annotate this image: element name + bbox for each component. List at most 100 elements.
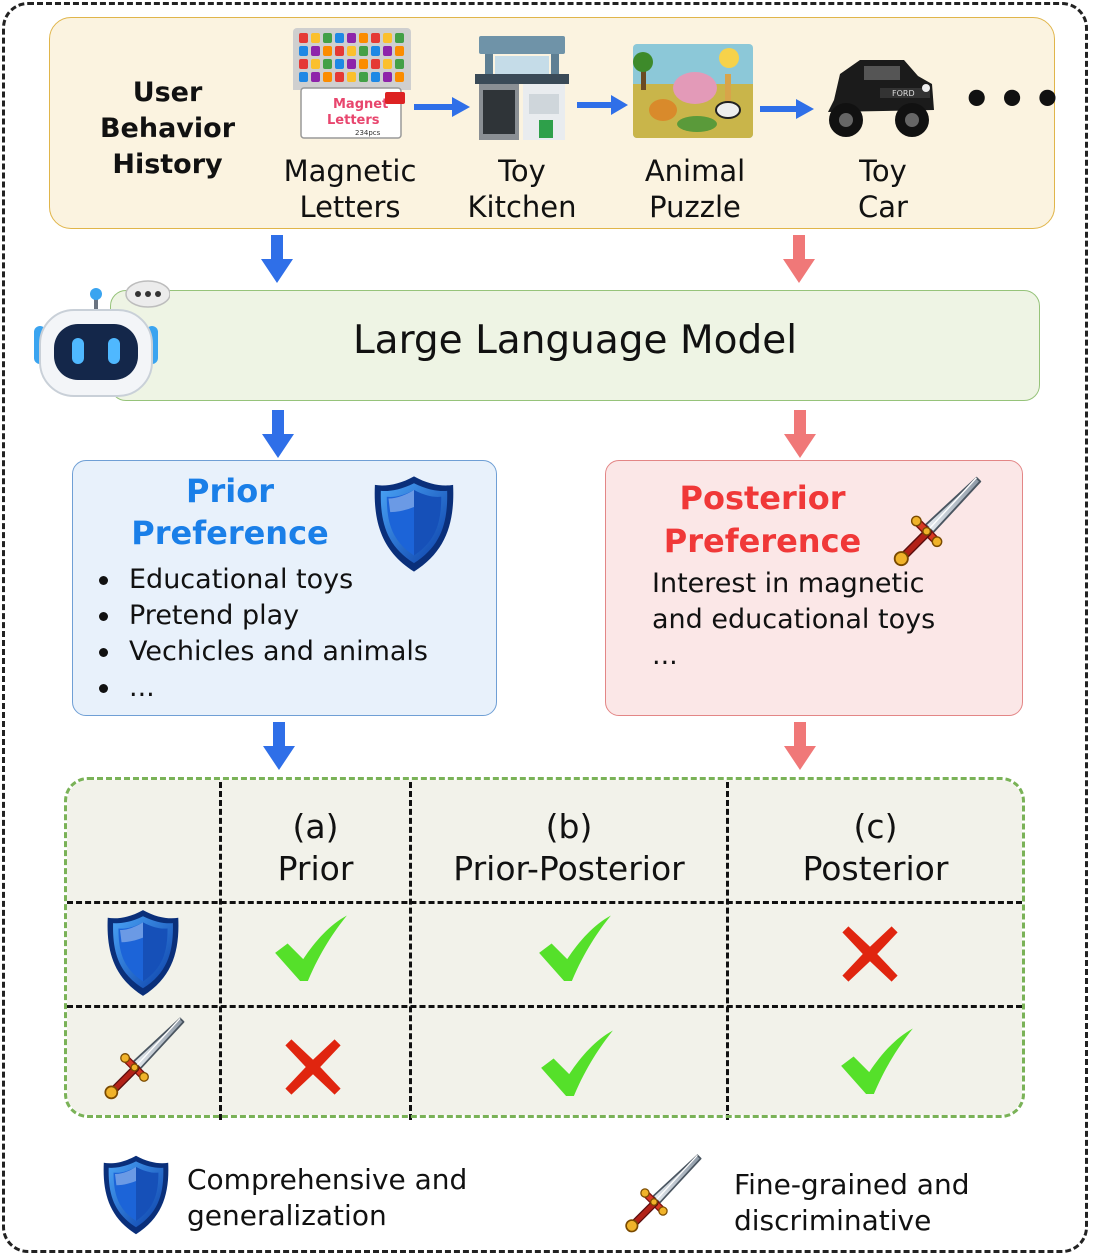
letter-tile	[383, 46, 392, 56]
item-label-animal-puzzle: Animal Puzzle	[610, 153, 780, 225]
letter-tile	[395, 72, 404, 82]
car-brand-text: FORD	[892, 89, 915, 98]
table-divider-horizontal	[67, 901, 1022, 904]
letter-tile	[383, 59, 392, 69]
magnet-text-line1: Magnet	[333, 97, 388, 112]
legend-shield-text: Comprehensive and generalization	[187, 1162, 467, 1234]
item-label-line: Animal	[644, 154, 746, 188]
cross-icon	[285, 1039, 341, 1095]
history-arrow-1	[414, 97, 470, 117]
column-tag: (a)	[292, 807, 339, 846]
letter-tile	[347, 46, 356, 56]
letter-tile	[359, 33, 368, 43]
column-header-prior-posterior: (b) Prior-Posterior	[412, 806, 726, 890]
letter-tile	[359, 72, 368, 82]
legend-text-line: generalization	[187, 1199, 387, 1232]
letter-tile	[371, 46, 380, 56]
history-title: User Behavior History	[95, 75, 240, 183]
letter-tile	[323, 72, 332, 82]
toy-car-image: FORD	[820, 40, 940, 142]
letter-tile	[299, 46, 308, 56]
table-divider-horizontal	[67, 1005, 1022, 1008]
letter-tile	[371, 33, 380, 43]
sword-icon	[96, 1015, 192, 1101]
more-items-ellipsis: •••	[962, 72, 1069, 126]
letter-tile	[383, 72, 392, 82]
item-label-line: Car	[858, 190, 908, 224]
toy-kitchen-image	[473, 30, 571, 145]
letter-tile	[323, 46, 332, 56]
check-icon	[275, 915, 347, 981]
posterior-text-line: Interest in magnetic	[652, 568, 925, 599]
table-frame	[64, 777, 1025, 1118]
posterior-preference-title: Posterior Preference	[640, 477, 885, 563]
history-arrow-2	[577, 95, 628, 115]
letter-tile	[347, 59, 356, 69]
item-label-line: Puzzle	[649, 190, 741, 224]
letter-tile	[359, 46, 368, 56]
magnet-count-text: 234pcs	[355, 129, 381, 137]
letter-tile	[371, 72, 380, 82]
legend-text-line: discriminative	[734, 1204, 932, 1237]
shield-icon	[374, 476, 454, 572]
item-label-magnetic-letters: Magnetic Letters	[265, 153, 435, 225]
letter-tile	[299, 33, 308, 43]
arrow-down-red-2	[784, 410, 816, 458]
prior-bullet-item: Pretend play	[95, 598, 428, 634]
column-name: Prior-Posterior	[453, 849, 685, 888]
legend-sword-text: Fine-grained and discriminative	[734, 1167, 969, 1239]
letter-tile	[311, 72, 320, 82]
arrow-down-blue-2	[262, 410, 294, 458]
posterior-text-line: and educational toys	[652, 604, 936, 635]
sword-icon	[886, 474, 988, 568]
llm-box	[110, 290, 1040, 401]
letter-tile	[335, 33, 344, 43]
arrow-down-blue-3	[263, 722, 295, 770]
letter-tile	[359, 59, 368, 69]
sword-icon	[616, 1152, 710, 1234]
item-label-line: Toy	[859, 154, 907, 188]
check-icon	[539, 915, 611, 981]
table-divider-vertical	[726, 782, 729, 1120]
history-arrow-3	[760, 99, 814, 119]
letter-tile	[335, 46, 344, 56]
robot-icon	[34, 280, 170, 397]
animal-puzzle-image	[633, 44, 753, 138]
letter-tile	[347, 33, 356, 43]
column-tag: (c)	[853, 807, 898, 846]
item-label-line: Kitchen	[467, 190, 577, 224]
item-label-line: Magnetic	[283, 154, 417, 188]
magnetic-letters-image: Magnet Letters 234pcs	[293, 28, 411, 143]
letter-tile	[383, 33, 392, 43]
item-label-line: Letters	[299, 190, 401, 224]
letter-tile	[323, 59, 332, 69]
letter-tile	[335, 72, 344, 82]
item-label-toy-car: Toy Car	[798, 153, 968, 225]
item-label-line: Toy	[498, 154, 546, 188]
posterior-preference-text: Interest in magnetic and educational toy…	[652, 566, 1002, 674]
check-icon	[841, 1028, 913, 1094]
letter-tile	[299, 72, 308, 82]
column-tag: (b)	[545, 807, 593, 846]
history-title-line: Behavior	[99, 113, 236, 144]
letter-tile	[395, 33, 404, 43]
history-title-line: User	[132, 77, 203, 108]
item-label-toy-kitchen: Toy Kitchen	[437, 153, 607, 225]
letter-tile	[299, 59, 308, 69]
arrow-down-blue-1	[261, 235, 293, 283]
magnet-text-line2: Letters	[327, 113, 380, 128]
history-title-line: History	[112, 149, 223, 180]
posterior-title-line: Posterior	[679, 479, 846, 517]
letter-tile	[311, 33, 320, 43]
legend-text-line: Fine-grained and	[734, 1168, 970, 1201]
column-header-posterior: (c) Posterior	[729, 806, 1022, 890]
table-divider-vertical	[219, 782, 222, 1120]
letter-tile	[311, 59, 320, 69]
column-header-prior: (a) Prior	[222, 806, 409, 890]
letter-tile	[347, 72, 356, 82]
prior-preference-list: Educational toys Pretend play Vechicles …	[95, 562, 428, 706]
prior-bullet-item: ...	[95, 670, 428, 706]
letter-tile	[311, 46, 320, 56]
legend-text-line: Comprehensive and	[187, 1163, 468, 1196]
